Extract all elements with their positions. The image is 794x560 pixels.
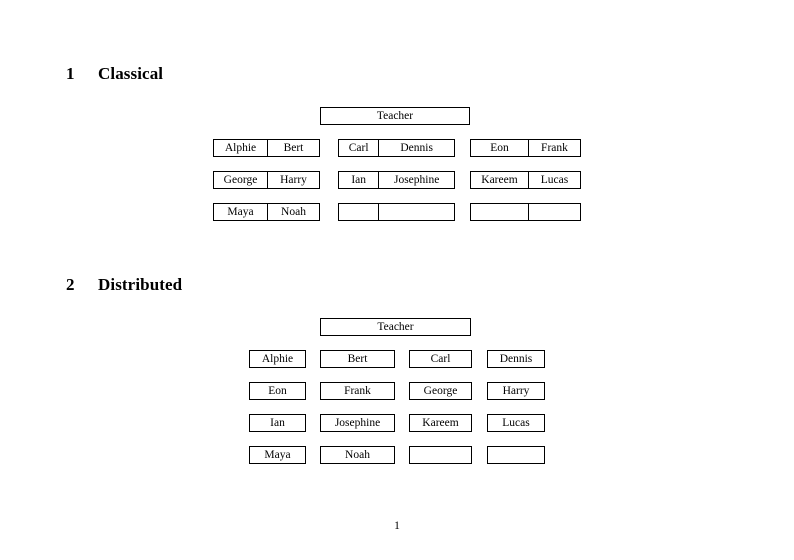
distributed-box: Ian xyxy=(249,414,306,432)
classical-cell: Noah xyxy=(266,204,319,220)
classical-cell: Maya xyxy=(227,206,254,218)
section-heading-distributed: 2 Distributed xyxy=(66,275,182,295)
classical-group: Eon Frank xyxy=(470,139,581,157)
distributed-box: Noah xyxy=(320,446,395,464)
distributed-box: Frank xyxy=(320,382,395,400)
section-title: Classical xyxy=(98,64,164,83)
classical-group: George Harry xyxy=(213,171,320,189)
classical-group: Ian Josephine xyxy=(338,171,455,189)
classical-cell: Eon xyxy=(490,142,509,154)
classical-cell: Frank xyxy=(527,140,580,156)
distributed-box: George xyxy=(409,382,472,400)
classical-group xyxy=(338,203,455,221)
classical-group: Carl Dennis xyxy=(338,139,455,157)
classical-cell: Alphie xyxy=(224,142,257,154)
classical-cell-empty xyxy=(471,204,528,220)
distributed-box: Carl xyxy=(409,350,472,368)
page-number: 1 xyxy=(394,520,400,532)
distributed-box: Lucas xyxy=(487,414,545,432)
classical-teacher-box: Teacher xyxy=(320,107,470,125)
classical-cell: Kareem xyxy=(481,174,518,186)
section-heading-classical: 1 Classical xyxy=(66,64,163,84)
distributed-box-empty xyxy=(487,446,545,464)
section-title: Distributed xyxy=(98,275,183,294)
classical-cell: Carl xyxy=(348,142,369,154)
classical-group: Alphie Bert xyxy=(213,139,320,157)
section-number: 2 xyxy=(66,275,75,294)
classical-cell: George xyxy=(223,174,258,186)
distributed-box: Alphie xyxy=(249,350,306,368)
distributed-box-empty xyxy=(409,446,472,464)
distributed-box: Maya xyxy=(249,446,306,464)
classical-cell-empty xyxy=(527,204,580,220)
section-number: 1 xyxy=(66,64,75,83)
classical-cell: Bert xyxy=(266,140,319,156)
classical-cell: Lucas xyxy=(527,172,580,188)
classical-cell: Dennis xyxy=(378,140,454,156)
distributed-box: Dennis xyxy=(487,350,545,368)
distributed-box: Eon xyxy=(249,382,306,400)
classical-cell: Ian xyxy=(351,174,366,186)
classical-group: Kareem Lucas xyxy=(470,171,581,189)
distributed-box: Josephine xyxy=(320,414,395,432)
classical-cell: Josephine xyxy=(378,172,454,188)
classical-cell: Harry xyxy=(266,172,319,188)
classical-cell-empty xyxy=(378,204,454,220)
distributed-box: Bert xyxy=(320,350,395,368)
classical-group xyxy=(470,203,581,221)
distributed-teacher-box: Teacher xyxy=(320,318,471,336)
classical-group: Maya Noah xyxy=(213,203,320,221)
distributed-box: Harry xyxy=(487,382,545,400)
classical-cell-empty xyxy=(339,204,378,220)
distributed-box: Kareem xyxy=(409,414,472,432)
